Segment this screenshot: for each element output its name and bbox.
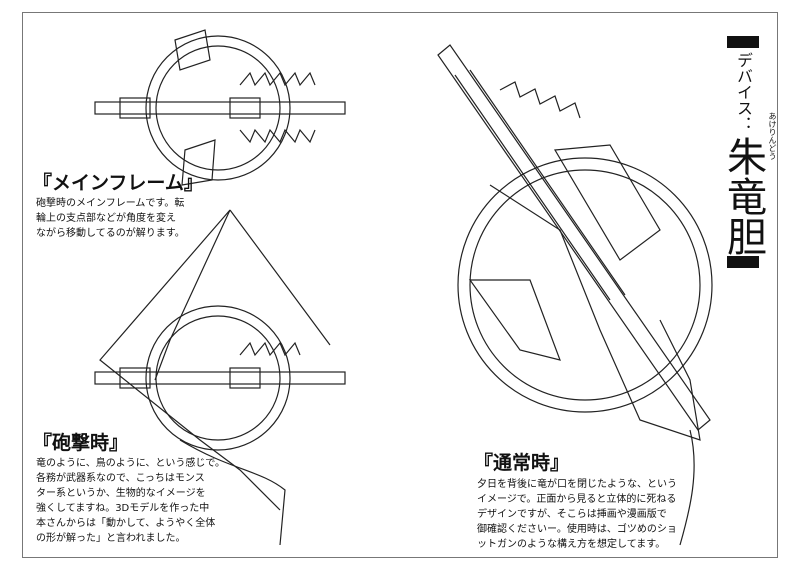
text-line: イメージで。正面から見ると立体的に死ねる (477, 494, 677, 505)
text-line: デザインですが、そこらは挿画や漫画版で (477, 509, 667, 520)
text-line: 夕日を背後に竜が口を閉じたような、という (477, 479, 677, 490)
text-line: 各務が武器系なので、こっちはモンス (36, 473, 205, 484)
firing-mode-description: 竜のように、鳥のように、という感じで。 各務が武器系なので、こっちはモンス ター… (36, 456, 225, 546)
bracket-top (727, 36, 759, 48)
frame-right (777, 12, 778, 558)
text-line: 強くしてますね。3Dモデルを作った中 (36, 503, 210, 514)
normal-mode-drawing (437, 44, 713, 546)
text-line: 本さんからは「動かして、ようやく全体 (36, 518, 216, 529)
text-line: 御確認くださいー。使用時は、ゴツめのショ (477, 524, 677, 535)
normal-mode-title: 『通常時』 (474, 452, 570, 474)
text-line: ながら移動してるのが解ります。 (36, 228, 185, 239)
frame-bottom (22, 557, 778, 558)
main-frame-drawing (94, 29, 346, 186)
text-line: ター系というか、生物的なイメージを (36, 488, 206, 499)
text-line: 輪上の支点部などが角度を変え (36, 213, 176, 224)
firing-mode-drawing (94, 209, 346, 546)
normal-mode-description: 夕日を背後に竜が口を閉じたような、という イメージで。正面から見ると立体的に死ね… (477, 477, 677, 552)
device-name-reading: あけりんどう (768, 112, 777, 160)
text-line: 砲撃時のメインフレームです。転 (36, 198, 185, 209)
frame-left (22, 12, 23, 558)
device-heading: デバイス： 朱竜胆 (720, 36, 766, 268)
text-line: ットガンのような構え方を想定してます。 (477, 539, 666, 550)
bracket-bottom (727, 256, 759, 268)
firing-mode-title: 『砲撃時』 (33, 432, 129, 454)
text-line: の形が解った」と言われました。 (36, 533, 186, 544)
text-line: 竜のように、鳥のように、という感じで。 (36, 458, 225, 469)
frame-top (22, 12, 778, 13)
main-frame-title: 『メインフレーム』 (33, 172, 203, 194)
device-label: デバイス： (734, 52, 753, 132)
main-frame-description: 砲撃時のメインフレームです。転 輪上の支点部などが角度を変え ながら移動してるの… (36, 196, 185, 241)
device-name: 朱竜胆 (720, 136, 766, 256)
